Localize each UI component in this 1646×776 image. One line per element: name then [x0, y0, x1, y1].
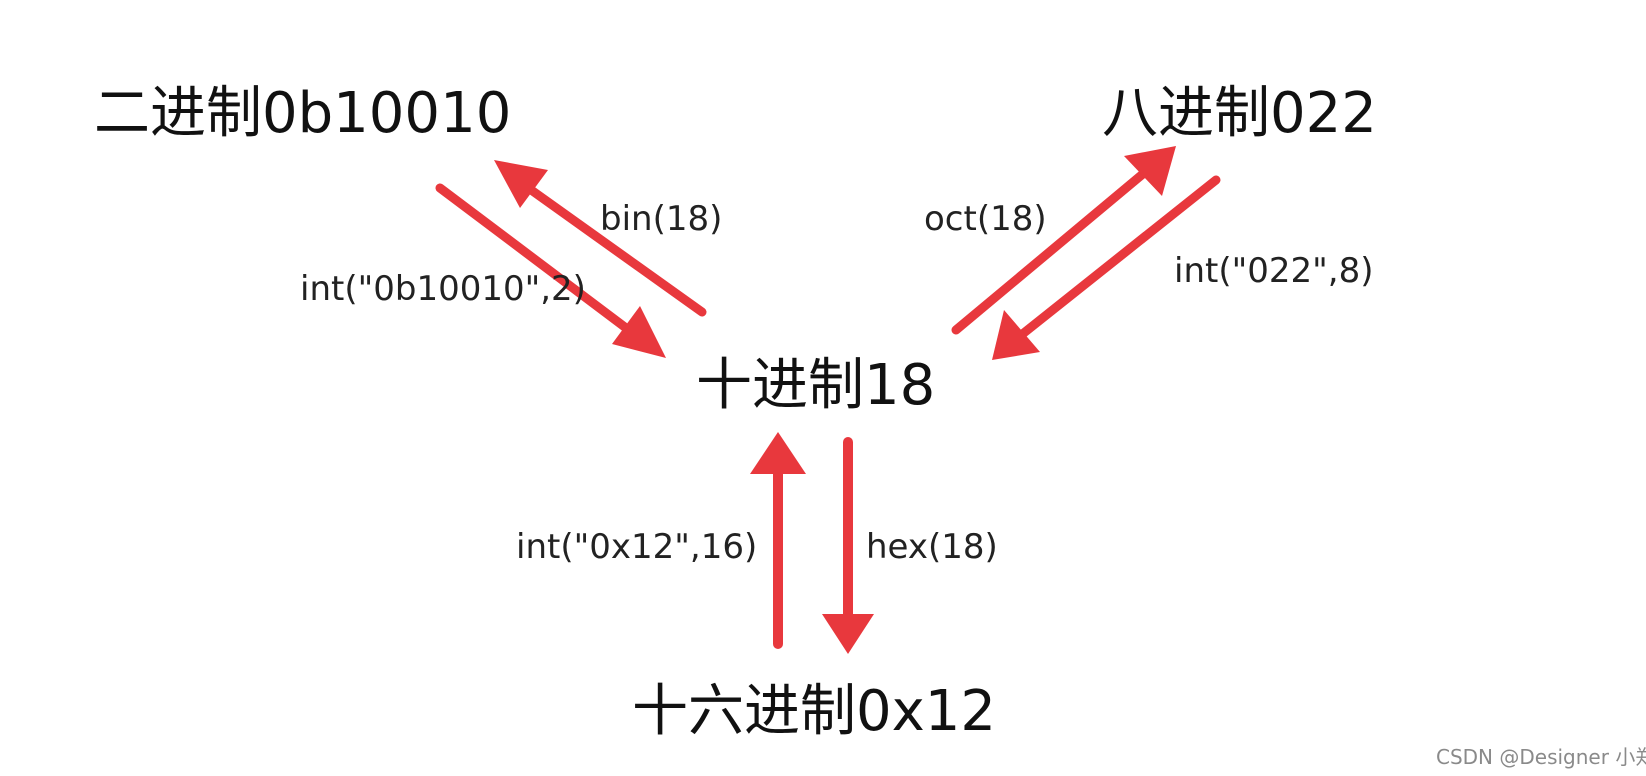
- arrow-decimal-to-binary-shaft: [515, 177, 707, 317]
- arrows: [435, 146, 1221, 654]
- arrow-octal-to-decimal: [992, 175, 1221, 360]
- edge-label-bin: bin(18): [600, 199, 722, 239]
- node-hexadecimal: 十六进制0x12: [632, 679, 996, 744]
- watermark-text: CSDN @Designer 小郑: [1436, 745, 1646, 769]
- arrow-decimal-to-octal-head: [1124, 146, 1176, 196]
- edge-label-int-hex: int("0x12",16): [516, 527, 757, 567]
- edge-label-int-bin: int("0b10010",2): [300, 269, 586, 309]
- edge-label-hex: hex(18): [866, 527, 998, 567]
- arrow-decimal-to-hex: [822, 437, 874, 654]
- arrow-octal-to-decimal-head: [992, 310, 1040, 360]
- node-octal: 八进制022: [1102, 81, 1377, 146]
- arrow-octal-to-decimal-shaft: [1015, 175, 1221, 341]
- node-decimal: 十进制18: [696, 353, 935, 418]
- arrow-binary-to-decimal-shaft: [435, 183, 647, 345]
- arrow-binary-to-decimal: [435, 183, 666, 358]
- arrow-decimal-to-octal-shaft: [951, 163, 1155, 335]
- arrow-binary-to-decimal-head: [612, 306, 666, 358]
- arrow-decimal-to-binary-head: [494, 160, 548, 208]
- edge-label-oct: oct(18): [924, 199, 1047, 239]
- arrow-decimal-to-hex-head: [822, 614, 874, 654]
- arrow-hex-to-decimal: [750, 432, 806, 649]
- edge-label-int-oct: int("022",8): [1174, 251, 1373, 291]
- node-binary: 二进制0b10010: [94, 81, 511, 146]
- arrow-hex-to-decimal-head: [750, 432, 806, 474]
- arrow-decimal-to-binary: [494, 160, 707, 317]
- arrow-decimal-to-octal: [951, 146, 1176, 335]
